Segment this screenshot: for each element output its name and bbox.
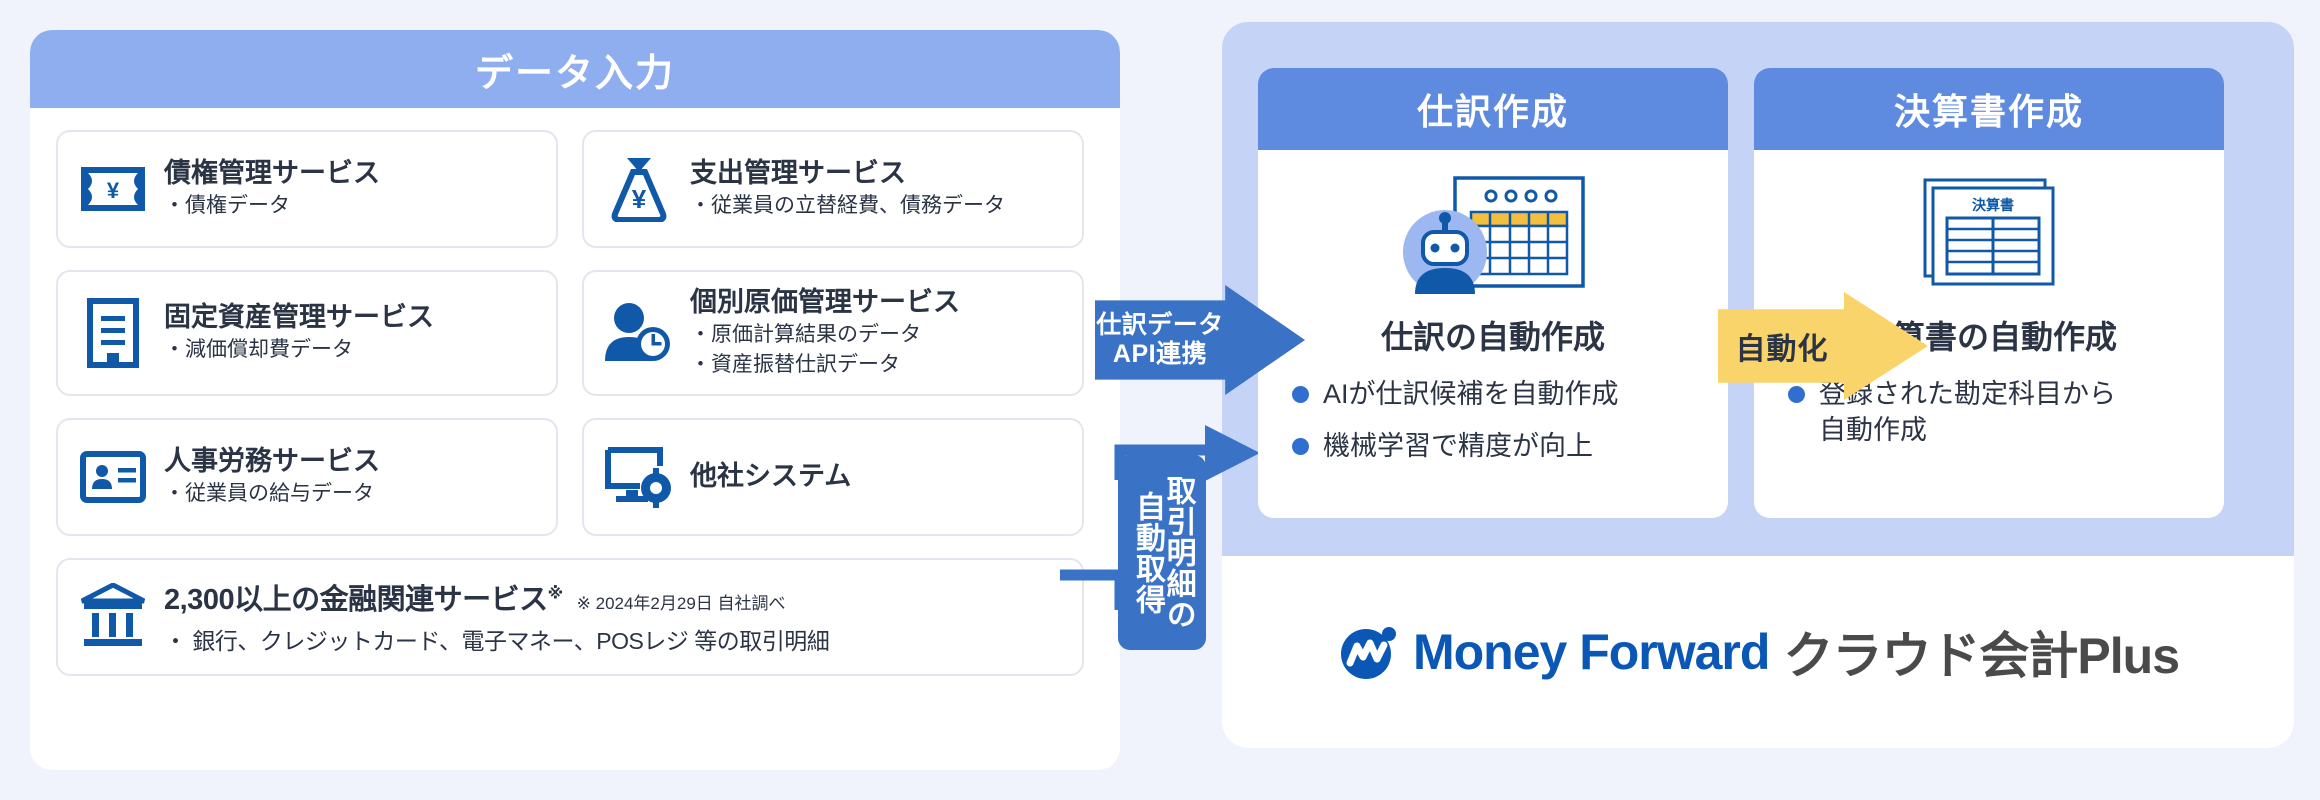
svg-text:¥: ¥ bbox=[632, 184, 647, 214]
service-card-receivables[interactable]: ¥ 債権管理サービス ・債権データ bbox=[56, 130, 558, 248]
bank-building-icon bbox=[76, 580, 150, 654]
list-item-label: 機械学習で精度が向上 bbox=[1323, 431, 1593, 462]
auto-fetch-column-right: 取引明細の bbox=[1161, 475, 1195, 630]
card-bullet: ・資産振替仕訳データ bbox=[690, 353, 900, 377]
card-text: 人事労務サービス ・従業員の給与データ bbox=[164, 445, 380, 508]
service-card-financial-institutions[interactable]: 2,300以上の金融関連サービス※ ※ 2024年2月29日 自社調べ ・ 銀行… bbox=[56, 557, 1084, 676]
list-item: 機械学習で精度が向上 bbox=[1292, 428, 1694, 464]
card-title: 固定資産管理サービス bbox=[164, 302, 434, 333]
bank-note: ※ 2024年2月29日 自社調べ bbox=[576, 594, 786, 614]
auto-fetch-column-left: 自動取得 bbox=[1131, 490, 1164, 615]
person-clock-icon bbox=[602, 296, 676, 370]
bank-title-superscript: ※ bbox=[547, 585, 564, 603]
api-arrow-line2: API連携 bbox=[1112, 340, 1208, 368]
card-title: 個別原価管理サービス bbox=[690, 287, 960, 317]
brand-strip: Money Forward クラウド会計Plus bbox=[1222, 556, 2294, 748]
card-bullet: ・ 銀行、クレジットカード、電子マネー、POSレジ 等の取引明細 bbox=[164, 628, 830, 655]
financial-statement-card[interactable]: 決算書作成 決算書 bbox=[1754, 68, 2224, 518]
card-text: 2,300以上の金融関連サービス※ ※ 2024年2月29日 自社調べ ・ 銀行… bbox=[164, 576, 830, 657]
money-forward-brand: Money Forward クラウド会計Plus bbox=[1337, 616, 2180, 688]
service-cards-area: ¥ 債権管理サービス ・債権データ ¥ bbox=[30, 108, 1120, 676]
journal-entry-bullets: AIが仕訳候補を自動作成 機械学習で精度が向上 bbox=[1258, 376, 1728, 481]
bullet-dot-icon bbox=[1788, 386, 1805, 403]
card-bullet: ・従業員の立替経費、債務データ bbox=[690, 194, 1005, 218]
card-title: 2,300以上の金融関連サービス※ bbox=[164, 576, 563, 618]
card-text: 債権管理サービス ・債権データ bbox=[164, 157, 380, 220]
card-text: 固定資産管理サービス ・減価償却費データ bbox=[164, 301, 434, 364]
financial-statement-card-header: 決算書作成 bbox=[1754, 68, 2224, 150]
service-card-row: 固定資産管理サービス ・減価償却費データ bbox=[56, 270, 1094, 396]
card-title: 債権管理サービス bbox=[164, 158, 380, 189]
financial-statement-icon: 決算書 bbox=[1899, 172, 2079, 302]
automation-arrow: 自動化 bbox=[1718, 292, 1928, 400]
card-title: 支出管理サービス bbox=[690, 158, 906, 189]
money-forward-logo-icon bbox=[1340, 627, 1396, 679]
banknote-yen-icon: ¥ bbox=[76, 152, 150, 226]
financial-statement-header-label: 決算書作成 bbox=[1893, 91, 2084, 132]
service-card-row: 2,300以上の金融関連サービス※ ※ 2024年2月29日 自社調べ ・ 銀行… bbox=[56, 557, 1094, 676]
automation-arrow-label: 自動化 bbox=[1735, 333, 1829, 366]
api-integration-arrow: 仕訳データ API連携 bbox=[1095, 285, 1305, 395]
data-input-panel: データ入力 ¥ bbox=[30, 30, 1120, 770]
card-text: 個別原価管理サービス ・原価計算結果のデータ ・資産振替仕訳データ bbox=[690, 286, 960, 380]
financial-statement-icon-label: 決算書 bbox=[1972, 197, 2014, 213]
card-title: 人事労務サービス bbox=[164, 445, 380, 476]
automation-cards: 仕訳作成 bbox=[1258, 68, 2224, 518]
card-text: 支出管理サービス ・従業員の立替経費、債務データ bbox=[690, 157, 1005, 220]
service-card-expense[interactable]: ¥ 支出管理サービス ・従業員の立替経費、債務データ bbox=[582, 130, 1084, 248]
bullet-dot-icon bbox=[1292, 438, 1309, 456]
list-item-label: AIが仕訳候補を自動作成 bbox=[1323, 379, 1619, 409]
journal-entry-card-header: 仕訳作成 bbox=[1258, 68, 1728, 150]
data-input-panel-header: データ入力 bbox=[30, 30, 1120, 108]
bank-title-text: 2,300以上の金融関連サービス bbox=[164, 584, 548, 617]
service-card-row: ¥ 債権管理サービス ・債権データ ¥ bbox=[56, 130, 1094, 248]
card-text: 他社システム bbox=[690, 460, 851, 493]
service-card-row: 人事労務サービス ・従業員の給与データ bbox=[56, 417, 1094, 536]
svg-text:¥: ¥ bbox=[107, 178, 120, 203]
brand-name: Money Forward bbox=[1412, 624, 1770, 680]
brand-product: クラウド会計Plus bbox=[1783, 628, 2180, 684]
id-card-icon bbox=[76, 440, 150, 514]
bullet-dot-icon bbox=[1292, 386, 1309, 403]
bank-title-row: 2,300以上の金融関連サービス※ ※ 2024年2月29日 自社調べ bbox=[164, 576, 829, 618]
card-bullet: ・減価償却費データ bbox=[164, 338, 353, 362]
service-card-fixed-assets[interactable]: 固定資産管理サービス ・減価償却費データ bbox=[56, 270, 558, 396]
robot-spreadsheet-icon bbox=[1393, 172, 1593, 302]
service-card-hr[interactable]: 人事労務サービス ・従業員の給与データ bbox=[56, 417, 558, 536]
financial-statement-card-body: 決算書 決算書の自動作成 登録された勘定科目か bbox=[1754, 150, 2224, 518]
monitor-gear-icon bbox=[602, 440, 676, 514]
money-bag-yen-icon: ¥ bbox=[602, 152, 676, 226]
card-bullet: ・債権データ bbox=[164, 194, 290, 218]
journal-entry-header-label: 仕訳作成 bbox=[1416, 91, 1569, 132]
card-bullet: ・従業員の給与データ bbox=[164, 481, 374, 505]
automation-panel-content: 仕訳作成 bbox=[1222, 22, 2294, 748]
service-card-job-costing[interactable]: 個別原価管理サービス ・原価計算結果のデータ ・資産振替仕訳データ bbox=[582, 270, 1084, 396]
card-title: 他社システム bbox=[690, 461, 852, 492]
api-arrow-label: 仕訳データ API連携 bbox=[1095, 285, 1225, 395]
api-arrow-line1: 仕訳データ bbox=[1096, 310, 1224, 339]
card-bullet: ・原価計算結果のデータ bbox=[690, 322, 921, 346]
document-lines-icon bbox=[76, 296, 150, 370]
service-card-other-system[interactable]: 他社システム bbox=[582, 417, 1084, 536]
list-item: AIが仕訳候補を自動作成 bbox=[1292, 376, 1694, 412]
journal-entry-card[interactable]: 仕訳作成 bbox=[1258, 68, 1728, 518]
journal-entry-card-body: 仕訳の自動作成 AIが仕訳候補を自動作成 機械学習で精度が向上 bbox=[1258, 150, 1728, 518]
data-input-title: データ入力 bbox=[474, 52, 675, 95]
journal-entry-title: 仕訳の自動作成 bbox=[1380, 319, 1605, 355]
auto-fetch-badge: 取引明細の 自動取得 bbox=[1118, 455, 1206, 650]
